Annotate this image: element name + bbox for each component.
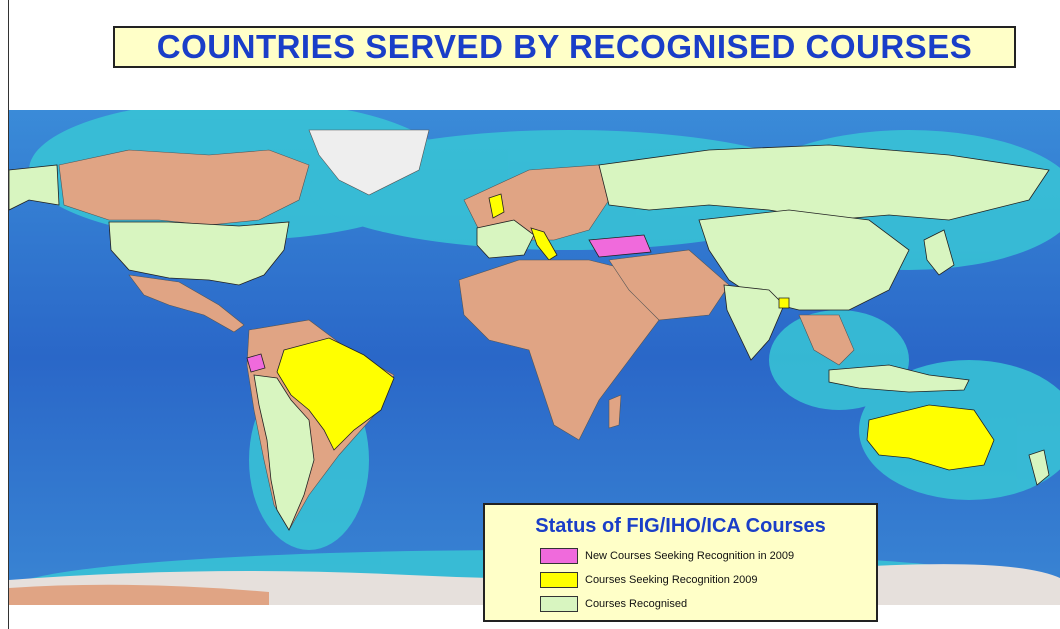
legend-label: New Courses Seeking Recognition in 2009 <box>585 550 795 562</box>
new-zealand <box>1028 449 1050 486</box>
uk <box>488 193 505 219</box>
bangladesh <box>778 297 790 309</box>
western-south-america <box>253 374 315 531</box>
legend-item-seeking: Courses Seeking Recognition 2009 <box>540 571 757 589</box>
turkey <box>588 234 652 258</box>
australia <box>866 404 995 471</box>
usa <box>108 221 290 286</box>
legend-item-recognised: Courses Recognised <box>540 595 687 613</box>
legend: Status of FIG/IHO/ICA Courses New Course… <box>483 503 878 622</box>
italy <box>530 227 558 261</box>
legend-label: Courses Seeking Recognition 2009 <box>585 574 758 586</box>
indonesia <box>828 364 970 393</box>
mexico <box>128 274 245 333</box>
russia <box>598 144 1050 221</box>
legend-item-new-courses: New Courses Seeking Recognition in 2009 <box>540 547 794 565</box>
southeast-asia <box>798 314 855 366</box>
madagascar <box>608 394 622 429</box>
japan <box>923 229 955 276</box>
antarctica-terrain <box>9 584 269 605</box>
china <box>698 209 910 311</box>
middle-east <box>608 249 730 321</box>
legend-swatch-green <box>540 596 578 612</box>
map-title-box: COUNTRIES SERVED BY RECOGNISED COURSES <box>113 26 1016 68</box>
ecuador <box>246 353 266 373</box>
legend-swatch-yellow <box>540 572 578 588</box>
alaska <box>9 164 60 211</box>
western-europe <box>476 219 535 259</box>
greenland <box>308 129 430 196</box>
canada <box>58 149 310 226</box>
india <box>723 284 785 361</box>
map-title: COUNTRIES SERVED BY RECOGNISED COURSES <box>156 28 973 65</box>
africa <box>458 259 660 441</box>
map-frame <box>8 0 1060 629</box>
legend-swatch-pink <box>540 548 578 564</box>
brazil <box>276 337 395 451</box>
legend-title: Status of FIG/IHO/ICA Courses <box>535 515 826 537</box>
legend-label: Courses Recognised <box>585 598 688 610</box>
